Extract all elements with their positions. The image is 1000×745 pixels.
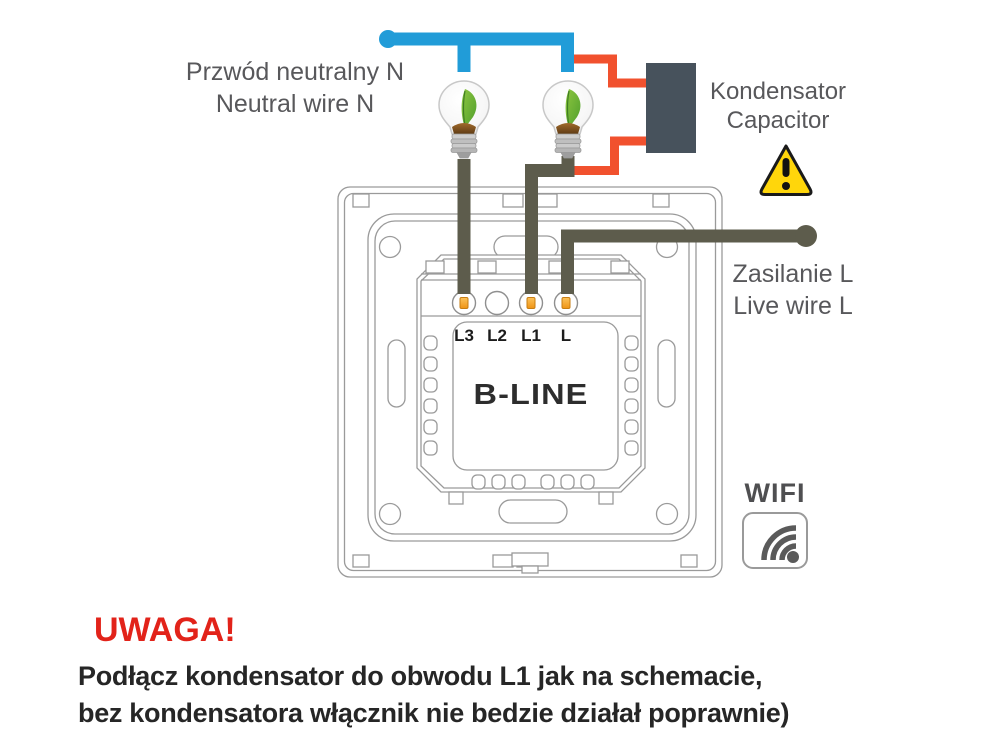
terminal-l2 bbox=[484, 290, 510, 316]
terminal-screw bbox=[459, 297, 469, 309]
warning-text-line1: Podłącz kondensator do obwodu L1 jak na … bbox=[78, 661, 763, 691]
neutral-wire bbox=[379, 30, 574, 72]
module-face bbox=[452, 321, 619, 471]
neutral-label-en: Neutral wire N bbox=[215, 90, 375, 118]
screw-hole bbox=[655, 502, 679, 526]
terminal-label-l: L bbox=[560, 326, 572, 345]
brand-logo: B-LINE bbox=[473, 379, 589, 411]
bulb2-wire bbox=[525, 156, 575, 294]
mounting-slot bbox=[387, 339, 406, 408]
terminal-label-l1: L1 bbox=[521, 326, 541, 345]
capacitor-wire-top bbox=[570, 54, 648, 88]
wifi-label: WIFI bbox=[744, 478, 806, 508]
neutral-label-pl: Przwód neutralny N bbox=[185, 58, 405, 86]
mounting-slot bbox=[498, 499, 568, 524]
warning-triangle-icon bbox=[759, 144, 813, 196]
screw-hole bbox=[378, 235, 402, 259]
capacitor-label-pl: Kondensator bbox=[709, 78, 847, 105]
live-wire-endpoint bbox=[795, 225, 817, 247]
live-wire-label: Zasilanie L Live wire L bbox=[708, 258, 878, 322]
terminal-screw bbox=[561, 297, 571, 309]
leaf-icon bbox=[461, 89, 477, 128]
terminal-label-l2: L2 bbox=[487, 326, 507, 345]
live-label-pl: Zasilanie L bbox=[732, 260, 854, 288]
warning-text-line2: bez kondensatora włącznik nie bedzie dzi… bbox=[78, 698, 790, 728]
live-label-en: Live wire L bbox=[733, 292, 853, 320]
connector-teeth bbox=[423, 335, 639, 490]
capacitor-wire-bottom bbox=[570, 136, 648, 175]
screw-hole bbox=[378, 502, 402, 526]
capacitor-label-en: Capacitor bbox=[726, 107, 830, 134]
leaf-icon bbox=[565, 89, 581, 128]
terminal-label-l3: L3 bbox=[454, 326, 474, 345]
capacitor-body bbox=[646, 63, 696, 153]
neutral-wire-label: Przwód neutralny N Neutral wire N bbox=[155, 56, 435, 120]
wifi-icon bbox=[742, 512, 808, 569]
light-bulb-2 bbox=[542, 80, 594, 159]
mounting-slot bbox=[657, 339, 676, 408]
light-bulb-1 bbox=[438, 80, 490, 159]
neutral-wire-endpoint bbox=[379, 30, 397, 48]
switch-body bbox=[337, 186, 723, 578]
capacitor-label: Kondensator Capacitor bbox=[688, 77, 868, 135]
terminal-screw bbox=[526, 297, 536, 309]
live-wire bbox=[561, 229, 806, 294]
warning-title: UWAGA! bbox=[94, 611, 236, 649]
